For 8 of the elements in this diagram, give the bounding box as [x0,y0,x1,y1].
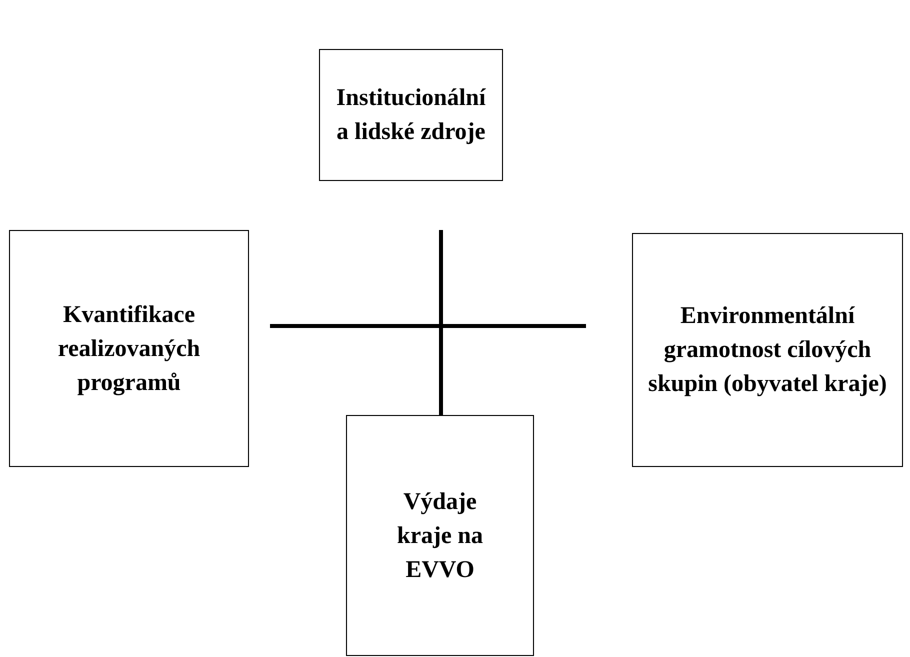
box-label: Environmentální gramotnost cílových skupin (obyvatel kraje) [647,302,888,399]
box-label: Kvantifikace realizovaných programů [56,300,202,398]
text-box [319,49,503,181]
box-label: Výdaje kraje na EVVO [396,488,484,584]
text-box [9,230,249,467]
text-box [632,233,903,467]
box-label: Institucionální a lidské zdroje [335,84,487,147]
text-box [346,415,534,656]
